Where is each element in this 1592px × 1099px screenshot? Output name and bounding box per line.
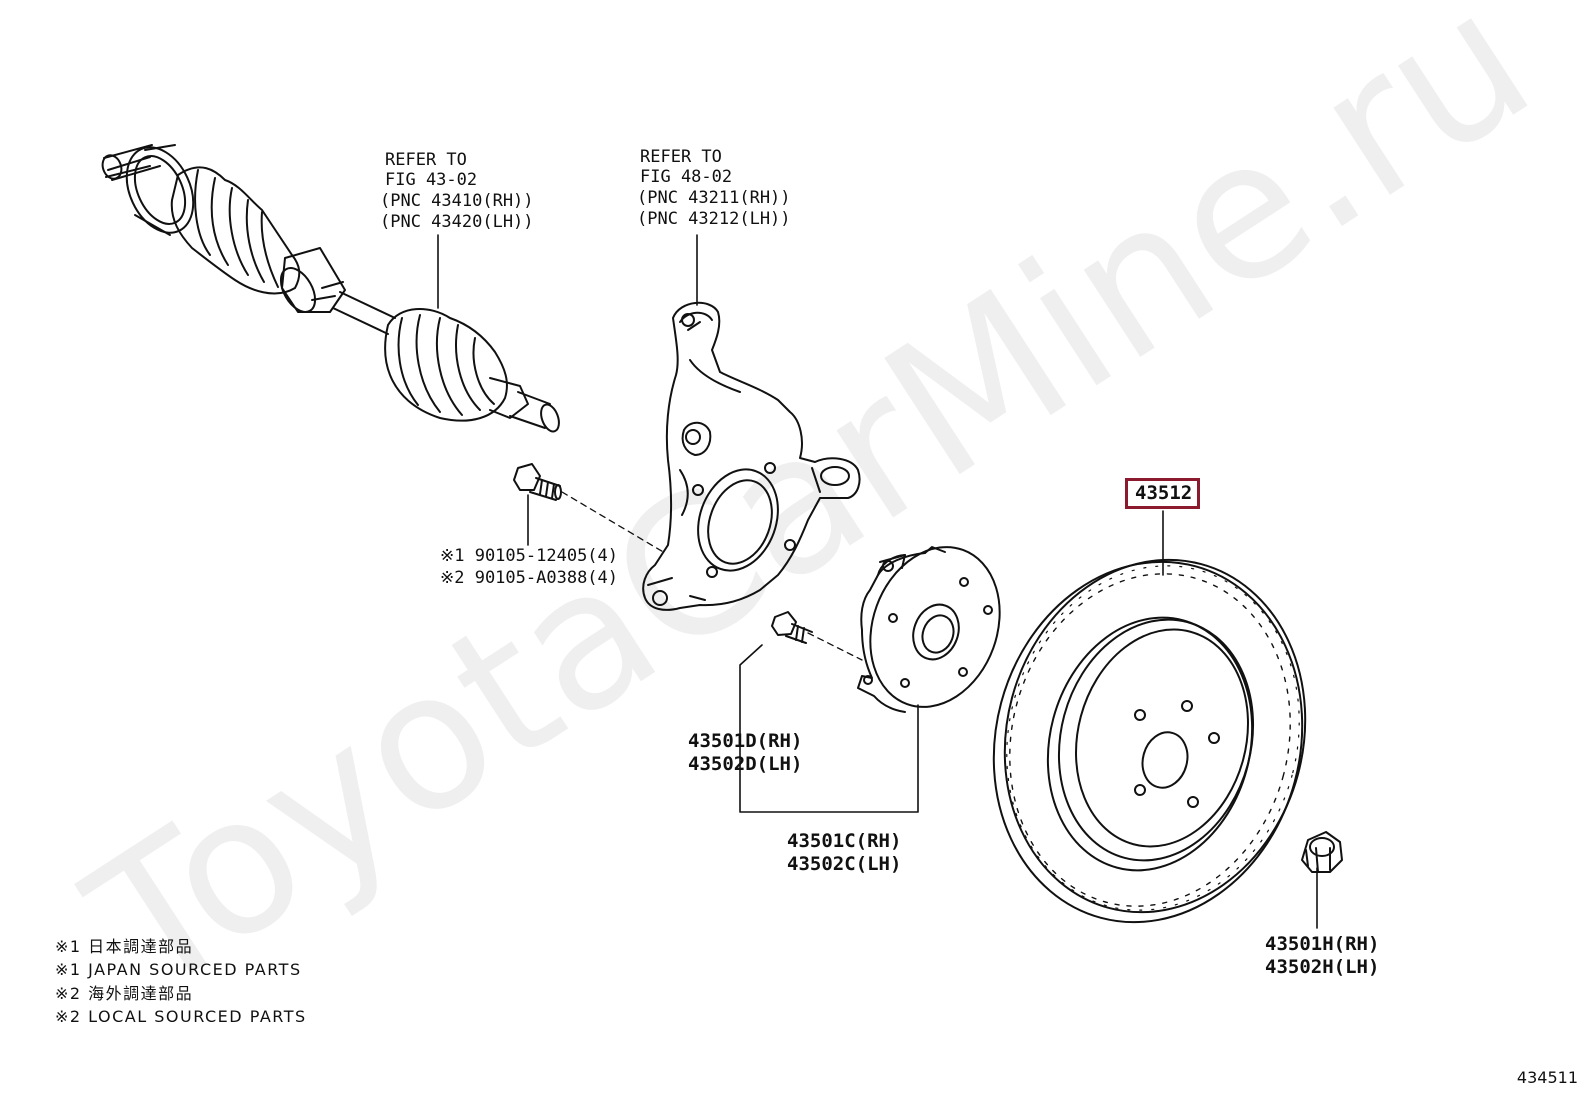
callout-driveshaft-line-1: REFER TO [385, 150, 467, 170]
callout-nut-line-2: 43502H(LH) [1265, 956, 1380, 978]
knuckle-bolt [513, 463, 562, 501]
callout-rotor[interactable]: 43512 [1135, 482, 1193, 504]
legend-line-1: ※1 日本調達部品 [55, 937, 194, 956]
callout-hub-line-2: 43502C(LH) [787, 853, 902, 875]
legend-line-3: ※2 海外調達部品 [55, 984, 194, 1003]
hub-bolt [771, 611, 813, 644]
dashed-hub-bolt [807, 632, 863, 661]
callout-hub-line-1: 43501C(RH) [787, 830, 902, 852]
dashed-knuckle-bolt [561, 491, 666, 554]
callout-hub-bolt-line-1: 43501D(RH) [688, 730, 803, 752]
brake-rotor [992, 558, 1307, 924]
callout-driveshaft-line-4: (PNC 43420(LH)) [380, 212, 534, 232]
legend-line-2: ※1 JAPAN SOURCED PARTS [55, 960, 302, 979]
callout-nut-line-1: 43501H(RH) [1265, 933, 1380, 955]
drive-shaft-assembly [101, 144, 560, 433]
dashed-lines [561, 491, 863, 661]
callout-knuckle-line-2: FIG 48-02 [640, 167, 733, 187]
callout-knuckle-line-3: (PNC 43211(RH)) [637, 188, 791, 208]
callout-knuckle-line-4: (PNC 43212(LH)) [637, 209, 791, 229]
leader-hub [739, 644, 919, 813]
callout-knuckle-bolt-line-1: ※1 90105-12405(4) [440, 546, 619, 566]
hub-bearing [857, 546, 1001, 713]
callout-knuckle-line-1: REFER TO [640, 147, 722, 167]
steering-knuckle [642, 301, 861, 611]
callout-driveshaft-line-3: (PNC 43410(RH)) [380, 191, 534, 211]
figure-number: 434511 [1516, 1068, 1578, 1087]
hub-nut [1301, 831, 1343, 873]
rotor-part-highlight-box[interactable] [1125, 478, 1200, 509]
callout-driveshaft-line-2: FIG 43-02 [385, 170, 478, 190]
callout-hub-bolt-line-2: 43502D(LH) [688, 753, 803, 775]
leader-lines [437, 234, 1318, 929]
legend-line-4: ※2 LOCAL SOURCED PARTS [55, 1007, 307, 1026]
callout-knuckle-bolt-line-2: ※2 90105-A0388(4) [440, 568, 619, 588]
